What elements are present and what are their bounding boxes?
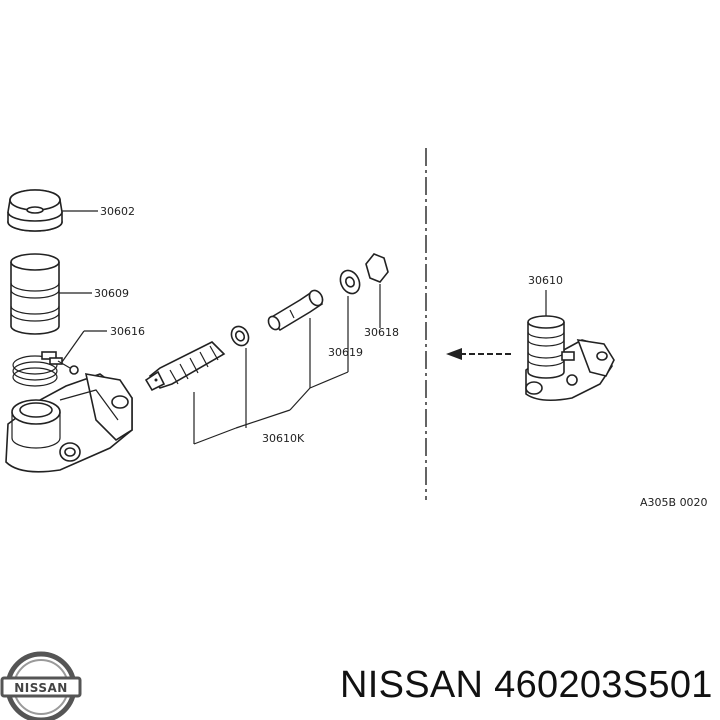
label-30619: 30619 — [328, 346, 363, 359]
label-30602: 30602 — [100, 205, 135, 218]
logo-text: NISSAN — [14, 681, 68, 695]
part-30610-assembly — [525, 315, 615, 402]
part-30619-washer — [339, 269, 361, 295]
part-piston-rod — [267, 289, 324, 332]
part-30609-reservoir — [10, 253, 60, 335]
nissan-logo: NISSAN — [0, 651, 82, 720]
master-cylinder-body — [5, 373, 133, 473]
label-30610K: 30610K — [262, 432, 305, 445]
part-30616-clamp — [12, 351, 79, 387]
label-30618: 30618 — [364, 326, 399, 339]
label-30609: 30609 — [94, 287, 129, 300]
part-30618-boot — [365, 253, 389, 283]
figure-code: A305B 0020 — [640, 496, 708, 509]
direction-arrow — [446, 348, 514, 360]
part-30602-cap — [7, 189, 63, 232]
part-piston-spring — [144, 341, 226, 392]
part-number-caption: NISSAN 460203S501 — [340, 664, 713, 706]
leader-30616 — [61, 330, 85, 363]
part-piston-seal — [230, 325, 250, 347]
assembly-bracket — [193, 284, 381, 445]
label-30616: 30616 — [110, 325, 145, 338]
label-30610: 30610 — [528, 274, 563, 287]
